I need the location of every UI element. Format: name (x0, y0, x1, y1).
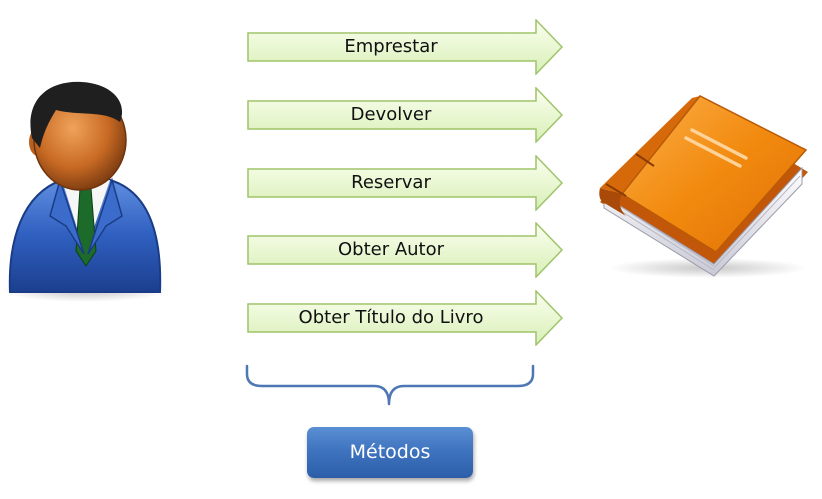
method-label-emprestar: Emprestar (344, 36, 438, 57)
person-icon (0, 76, 170, 306)
method-arrow: Obter Autor (246, 222, 564, 278)
methods-label-box: Métodos (307, 427, 473, 478)
method-arrow: Devolver (246, 87, 564, 143)
method-label-obter-autor: Obter Autor (337, 239, 445, 260)
method-label-reservar: Reservar (351, 172, 431, 193)
method-label-devolver: Devolver (350, 104, 432, 125)
method-label-obter-titulo: Obter Título do Livro (298, 307, 484, 328)
book-icon (596, 92, 812, 280)
methods-label: Métodos (349, 441, 431, 463)
methods-brace (244, 364, 538, 408)
method-arrow: Reservar (246, 155, 564, 211)
method-arrow: Obter Título do Livro (246, 290, 564, 346)
method-arrow: Emprestar (246, 19, 564, 75)
